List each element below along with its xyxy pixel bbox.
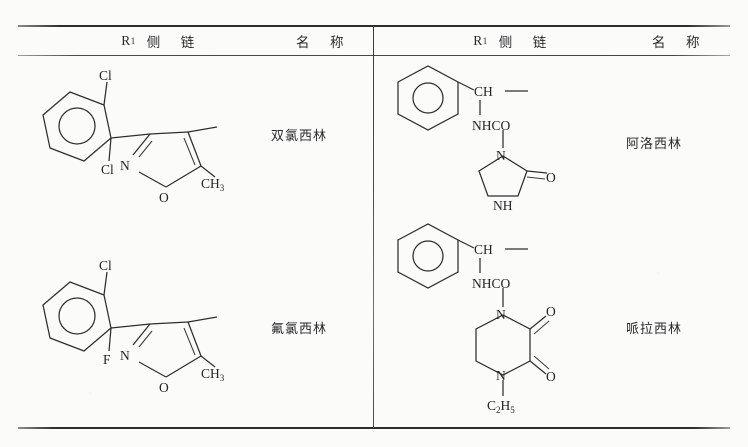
drug-name-azlocillin: 阿洛西林 [626,136,683,151]
header-name-char-a: 名 [296,35,310,50]
atom-label-n-ring-4: N [496,368,506,383]
structure-diagram-flucloxacillin: Cl F N O CH3 [42,258,225,395]
atom-label-o-carbonyl: O [546,170,556,185]
atom-label-o: O [159,380,169,395]
atom-label-cl-top: Cl [99,258,112,273]
header-r1-symbol: R [121,33,131,48]
atom-label-o: O [159,190,169,205]
atom-label-ch: CH [474,84,493,99]
atom-label-ch3: CH3 [201,176,225,193]
header-r1-subscript: 1 [482,36,488,46]
atom-label-nhco: NHCO [472,118,511,133]
header-r1-subscript: 1 [130,36,136,46]
drug-name-piperacillin: 哌拉西林 [626,321,683,336]
atom-label-ethyl: C2H5 [487,398,515,415]
header-name-char-b: 称 [686,35,700,50]
atom-label-ch: CH [474,242,493,257]
header-name-right: 名称 [626,30,726,52]
structure-diagram-dicloxacillin: Cl Cl N O CH3 [42,68,225,205]
header-chain-char: 链 [180,35,195,50]
header-name-left: 名称 [270,30,370,52]
atom-label-cl-bottom: Cl [101,162,114,177]
structure-flucloxacillin: Cl F N O CH3 [25,250,225,400]
header-name-char-b: 称 [330,35,344,50]
header-side-char: 侧 [146,35,161,50]
header-r1-symbol: R [473,33,483,48]
table-column-divider [373,25,375,428]
structure-dicloxacillin: Cl Cl N O CH3 [25,60,225,210]
header-name-char-a: 名 [652,35,666,50]
atom-label-nhco: NHCO [472,276,511,291]
structure-diagram-azlocillin: CH NHCO N O NH [397,65,556,213]
drug-name-dicloxacillin: 双氯西林 [271,128,328,143]
header-chain-char: 链 [532,35,547,50]
atom-label-f-bottom: F [103,352,111,367]
structure-piperacillin: CH NHCO N O O N C2H5 [388,215,578,415]
structure-azlocillin: CH NHCO N O NH [388,60,578,225]
structure-diagram-piperacillin: CH NHCO N O O N C2H5 [397,223,556,415]
atom-label-cl-top: Cl [99,68,112,83]
atom-label-n-ring: N [496,148,506,163]
atom-label-nh: NH [493,198,513,213]
atom-label-o-lower: O [546,369,556,384]
atom-label-o-upper: O [546,304,556,319]
header-side-char: 侧 [498,35,513,50]
drug-name-flucloxacillin: 氟氯西林 [271,321,328,336]
atom-label-n: N [120,158,130,173]
atom-label-n-ring-1: N [496,307,506,322]
atom-label-ch3: CH3 [201,366,225,383]
atom-label-n: N [120,348,130,363]
